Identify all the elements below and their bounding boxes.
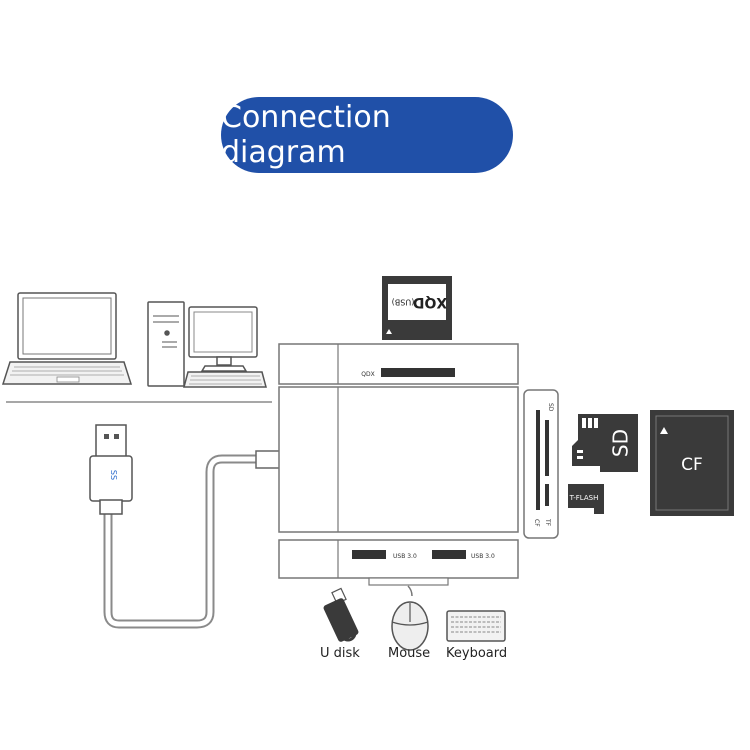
desktop-computer-icon [147,301,267,388]
xqd-card-label: XQD [413,294,447,310]
keyboard-icon [446,610,506,642]
hub-bottom-section: USB 3.0 USB 3.0 [278,539,519,586]
usb-port-2-label: USB 3.0 [471,553,495,560]
page-title: Connection diagram [221,97,513,173]
tf-slot-label: TF [544,518,551,527]
usb-plug-icon [89,424,133,515]
sd-card-label: SD [609,429,633,457]
tflash-card-label: T-FLASH [569,494,599,502]
laptop-icon [1,292,133,385]
keyboard-label: Keyboard [446,646,508,661]
udisk-icon [323,587,359,642]
mouse-label: Mouse [388,646,431,661]
mouse-icon [391,585,429,651]
usb-plug-ss-label: SS [109,470,118,480]
xqd-card-sub: (USB) [392,298,415,307]
hub-top-section: QDX [278,343,519,385]
sd-card-icon: SD [572,414,638,472]
cf-card-icon: CF [650,410,734,516]
usb-port-1-label: USB 3.0 [393,553,417,560]
tf-slot [545,484,549,506]
tflash-card-icon: T-FLASH [568,484,604,514]
cf-slot-label: CF [533,519,540,527]
xqd-slot [381,368,455,377]
sd-slot [545,420,549,476]
hub-side-panel: SD CF TF [523,389,559,539]
hub-body [278,386,519,533]
hub-cable-connector [255,450,281,469]
usb-port-1 [352,550,386,559]
xqd-slot-label: QDX [361,371,374,378]
usb-port-2 [432,550,466,559]
cf-slot [536,410,540,510]
xqd-card-icon: XQD (USB) [382,276,452,340]
sd-slot-label: SD [547,403,554,412]
cf-card-label: CF [681,455,703,475]
udisk-label: U disk [320,646,360,661]
